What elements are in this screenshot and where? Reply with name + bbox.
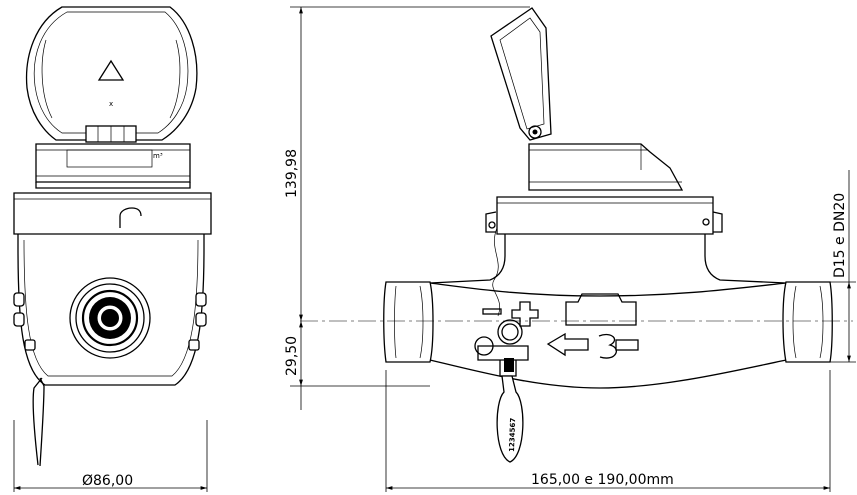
front-lid: x (25, 6, 198, 143)
lid-mark: x (109, 100, 113, 108)
side-collar (485, 196, 723, 235)
side-register (528, 143, 684, 191)
side-body: 1234567 (383, 227, 833, 463)
front-body (13, 192, 212, 467)
height-top-label: 139,98 (284, 149, 300, 198)
diameter-label: Ø86,00 (82, 473, 133, 489)
front-view: x m³ (13, 6, 212, 467)
front-pipe-inlet (69, 277, 151, 359)
side-lid (490, 7, 552, 141)
seal-tag: 1234567 (496, 375, 524, 463)
front-register: m³ (35, 143, 191, 189)
seal-number: 1234567 (508, 418, 517, 452)
unit-label: m³ (153, 152, 163, 160)
height-dimensions: 139,98 29,50 (284, 6, 530, 410)
side-view: 1234567 (300, 7, 853, 463)
warning-triangle-icon (97, 59, 125, 81)
diameter-dimension: Ø86,00 (13, 420, 208, 492)
length-dimension: 165,00 e 190,00mm (385, 370, 831, 492)
height-bottom-label: 29,50 (284, 336, 300, 376)
size-label: D15 e DN20 (832, 193, 848, 278)
length-label: 165,00 e 190,00mm (531, 472, 674, 488)
size-dimension: D15 e DN20 (826, 170, 856, 363)
